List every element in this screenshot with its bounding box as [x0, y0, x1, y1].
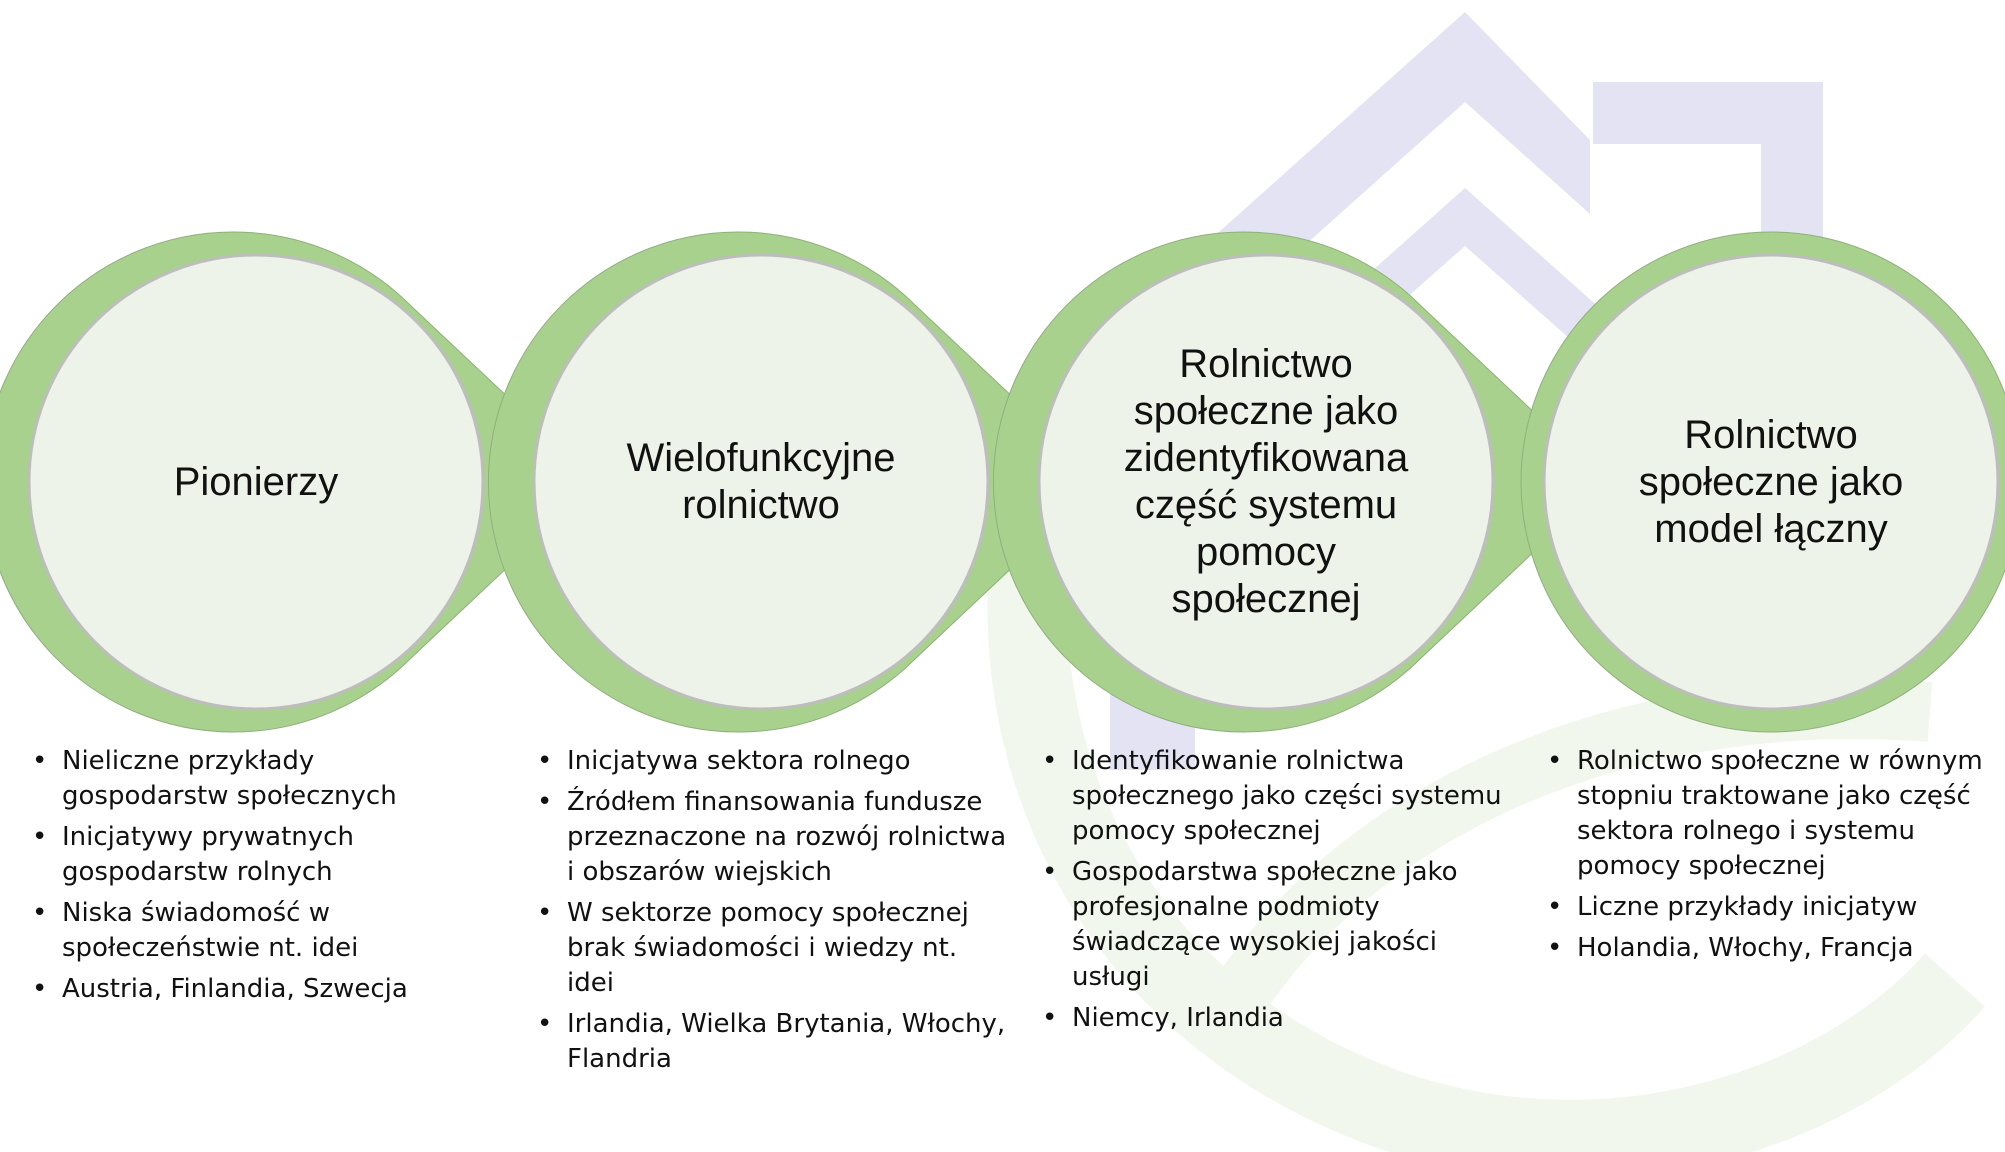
stage-1-circle	[27, 253, 485, 711]
stage-1-title: Pionierzy	[173, 459, 339, 504]
list-item: • Nieliczne przykłady gospodarstw społecz…	[32, 744, 432, 814]
list-item-text: Inicjatywa sektora rolnego	[567, 746, 911, 776]
stage-3-bullet-list: • Identyfikowanie rolnictwa społecznego j…	[1042, 744, 1512, 1042]
list-item-text: Gospodarstwa społeczne jako profesjonaln…	[1072, 857, 1458, 992]
list-item-text: Inicjatywy prywatnych gospodarstw rolnyc…	[62, 822, 354, 887]
list-item: • Austria, Finlandia, Szwecja	[32, 972, 432, 1007]
list-item: • Niska świadomość w społeczeństwie nt. i…	[32, 896, 432, 966]
list-item-text: Identyfikowanie rolnictwa społecznego ja…	[1072, 746, 1502, 846]
list-item-text: Nieliczne przykłady gospodarstw społeczn…	[62, 746, 397, 811]
bullet-icon: •	[537, 898, 553, 928]
list-item: • Inicjatywy prywatnych gospodarstw rolny…	[32, 820, 432, 890]
stage-2-shape	[487, 231, 1104, 733]
list-item-text: Holandia, Włochy, Francja	[1577, 933, 1914, 963]
bullet-icon: •	[32, 974, 48, 1004]
list-item: • Inicjatywa sektora rolnego	[537, 744, 1007, 779]
list-item: • Irlandia, Wielka Brytania, Włochy, Flan…	[537, 1007, 1007, 1077]
bullet-icon: •	[1042, 746, 1058, 776]
stage-1-shape	[0, 231, 599, 733]
bullet-icon: •	[1042, 857, 1058, 887]
stage-4-shape	[1520, 231, 2005, 733]
list-item-text: Źródłem finansowania fundusze przeznaczo…	[567, 787, 1007, 887]
list-item-text: Rolnictwo społeczne w równym stopniu tra…	[1577, 746, 1983, 881]
list-item-text: Niska świadomość w społeczeństwie nt. id…	[62, 898, 359, 963]
list-item-text: W sektorze pomocy społecznej brak świado…	[567, 898, 969, 998]
list-item: • Rolnictwo społeczne w równym stopniu tr…	[1547, 744, 1997, 884]
bullet-icon: •	[32, 822, 48, 852]
bullet-icon: •	[1547, 746, 1563, 776]
bullet-icon: •	[1042, 1003, 1058, 1033]
list-item: • Źródłem finansowania fundusze przeznacz…	[537, 785, 1007, 890]
list-item: • Holandia, Włochy, Francja	[1547, 931, 1997, 966]
bullet-icon: •	[1547, 892, 1563, 922]
stage-2-title: Wielofunkcyjne rolnictwo	[626, 436, 896, 527]
stage-2-circle	[532, 253, 990, 711]
bullet-icon: •	[1547, 933, 1563, 963]
list-item-text: Liczne przykłady inicjatyw	[1577, 892, 1918, 922]
list-item: • Identyfikowanie rolnictwa społecznego j…	[1042, 744, 1512, 849]
list-item-text: Niemcy, Irlandia	[1072, 1003, 1284, 1033]
stage-4-bullet-list: • Rolnictwo społeczne w równym stopniu tr…	[1547, 744, 1997, 972]
list-item: • Niemcy, Irlandia	[1042, 1001, 1512, 1036]
stage-3-shape	[992, 231, 1609, 733]
stage-4-circle	[1542, 253, 2000, 711]
bullet-icon: •	[537, 746, 553, 776]
stage-2-bullet-list: • Inicjatywa sektora rolnego • Źródłem fin…	[537, 744, 1007, 1083]
list-item-text: Irlandia, Wielka Brytania, Włochy, Fland…	[567, 1009, 1006, 1074]
stage-4-title: Rolnictwo społeczne jako model łączny	[1638, 412, 1904, 551]
stage-1-bullet-list: • Nieliczne przykłady gospodarstw społecz…	[32, 744, 432, 1013]
list-item: • W sektorze pomocy społecznej brak świad…	[537, 896, 1007, 1001]
bullet-icon: •	[32, 746, 48, 776]
bullet-icon: •	[537, 1009, 553, 1039]
bullet-icon: •	[32, 898, 48, 928]
list-item: • Liczne przykłady inicjatyw	[1547, 890, 1997, 925]
list-item: • Gospodarstwa społeczne jako profesjonal…	[1042, 855, 1512, 995]
stage-3-title: Rolnictwo społeczne jako zidentyfikowana…	[1123, 342, 1409, 621]
bullet-icon: •	[537, 787, 553, 817]
list-item-text: Austria, Finlandia, Szwecja	[62, 974, 408, 1004]
stage-3-circle	[1037, 253, 1495, 711]
